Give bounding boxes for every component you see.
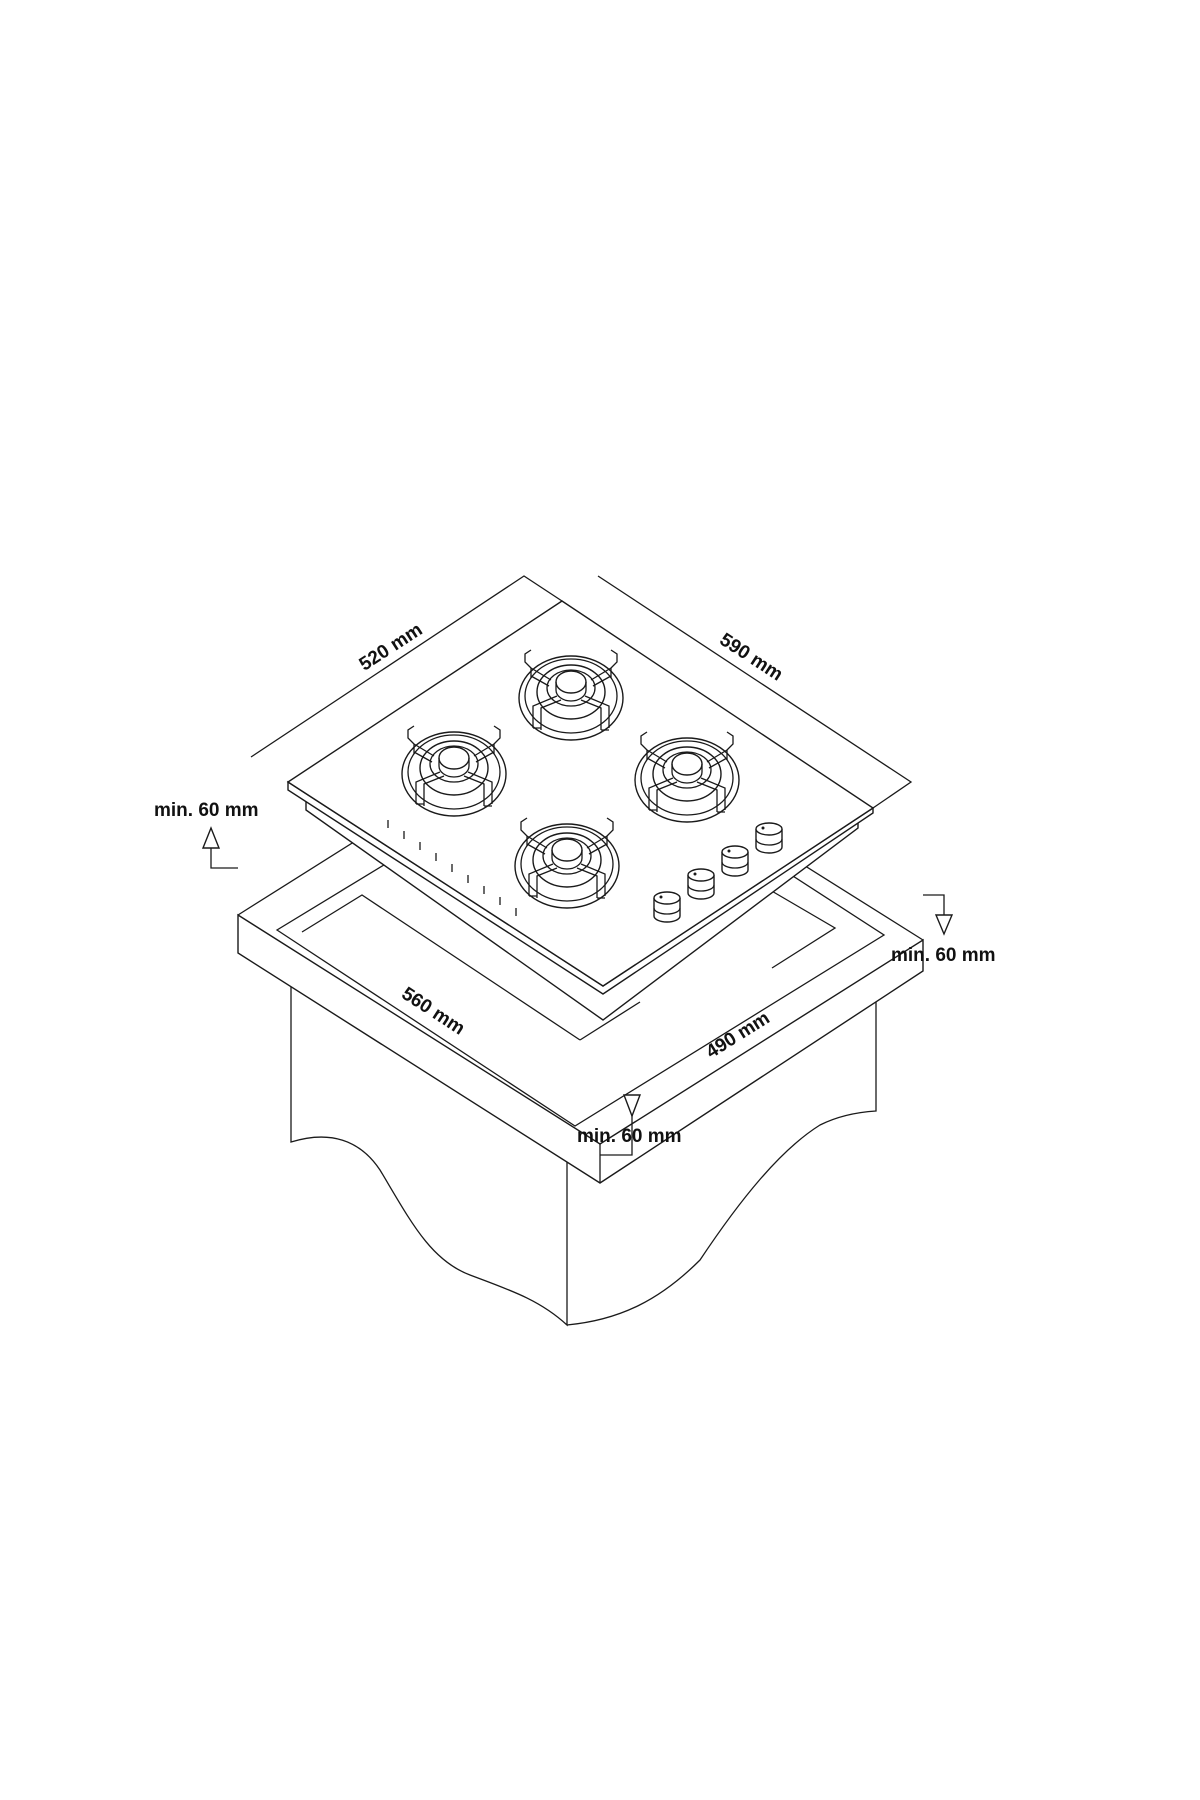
clearance-arrow-right [923,894,954,936]
front-clearance-label: min. 60 mm [577,1126,682,1147]
gas-inlet-slots [387,820,517,916]
side-clearance-label: min. 60 mm [891,945,996,966]
clearance-arrow-front [600,1094,642,1156]
dimension-lines [250,575,913,809]
gas-hob [286,600,875,1021]
control-knob-2 [687,868,715,900]
control-knob-3 [721,845,749,877]
glass-top [286,600,875,987]
clearance-arrow-left [201,826,238,869]
kitchen-cabinet [290,979,877,1327]
rear-clearance-label: min. 60 mm [154,800,259,821]
control-knob-4 [755,822,783,854]
control-knob-1 [653,891,681,923]
